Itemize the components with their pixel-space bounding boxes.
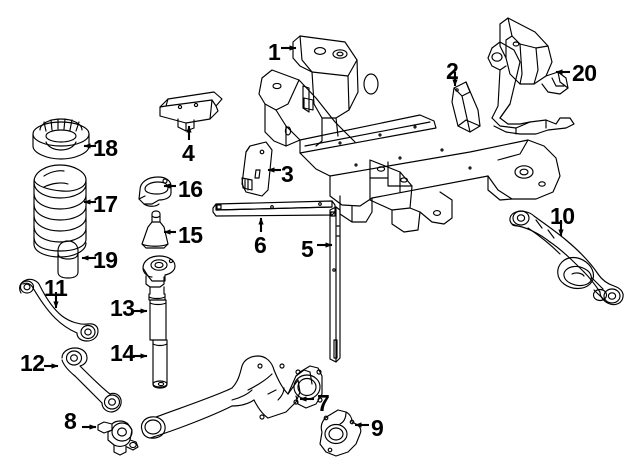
part-rear-lower-control-arm [509,210,624,306]
callout-label-20: 20 [572,60,597,86]
callout-label-10: 10 [550,203,575,229]
part-ball-joint-stud [97,420,139,456]
part-bushing-sleeve [451,81,481,133]
part-lateral-link-toe-arm [61,347,122,413]
part-bump-stop-bumper [57,240,79,279]
callout-label-3: 3 [281,161,294,187]
callout-label-8: 8 [64,408,77,434]
part-upper-control-arm [19,278,99,342]
part-upper-spring-seat-mount [138,176,172,207]
callout-label-2: 2 [446,58,459,84]
callout-label-13: 13 [110,295,135,321]
callout-label-12: 12 [20,350,45,376]
part-shock-absorber [142,255,176,389]
callout-label-19: 19 [93,247,118,273]
callout-label-16: 16 [178,176,203,202]
callout-label-11: 11 [44,275,68,301]
part-coil-spring [33,164,87,258]
callout-label-17: 17 [93,191,118,217]
callout-arrows [44,45,570,430]
part-mounting-bracket-plate [241,141,273,197]
part-support-bracket-plate [159,91,223,132]
callout-label-18: 18 [93,135,118,161]
part-mount-bracket-assembly [487,17,575,135]
callout-label-6: 6 [254,232,267,258]
callout-label-4: 4 [182,140,195,166]
callout-label-14: 14 [110,340,135,366]
part-trailing-arm-knuckle [140,355,323,439]
callout-label-7: 7 [317,390,330,416]
callout-label-1: 1 [268,39,281,65]
callout-label-15: 15 [178,222,203,248]
part-vertical-tie-rod [329,206,341,363]
part-spring-insulator-seat [32,118,90,160]
callout-label-9: 9 [371,415,384,441]
part-horizontal-tie-rod [212,200,336,217]
part-jounce-bumper-stop [141,210,169,249]
part-subframe-crossmember [258,35,561,233]
part-backing-plate-shield [319,409,362,457]
callout-label-5: 5 [301,236,314,262]
